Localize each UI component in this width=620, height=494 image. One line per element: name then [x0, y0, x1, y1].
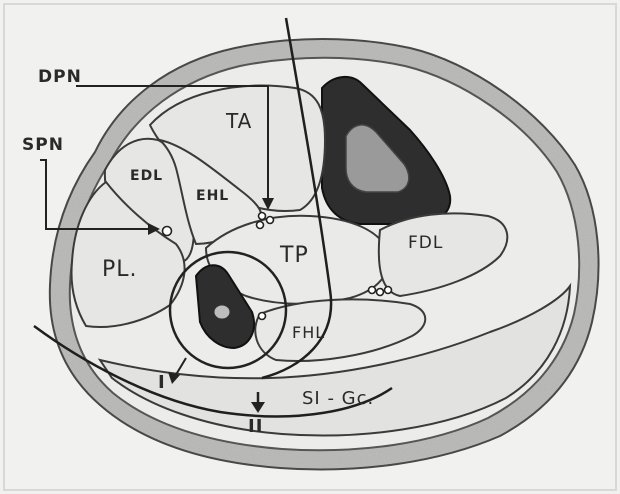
ta-label: TA	[225, 109, 252, 133]
peroneal-vessel-dot	[259, 313, 266, 320]
spn-label: SPN	[22, 135, 64, 155]
approach-2-label: II	[248, 416, 263, 437]
tp-label: TP	[279, 243, 309, 268]
si-gc-label: SI - Gc.	[302, 388, 374, 409]
dpn-label: DPN	[38, 67, 82, 87]
fdl-label: FDL	[408, 233, 443, 253]
approach-1-label: I	[158, 372, 166, 393]
ehl-label: EHL	[196, 188, 229, 204]
edl-label: EDL	[130, 168, 163, 184]
pl-label: PL.	[102, 257, 138, 282]
fibula-marrow	[214, 305, 230, 319]
fhl-label: FHL	[292, 323, 325, 342]
posterior-neurovascular-bundle	[369, 287, 392, 296]
superficial-peroneal-nerve-dot	[163, 227, 172, 236]
